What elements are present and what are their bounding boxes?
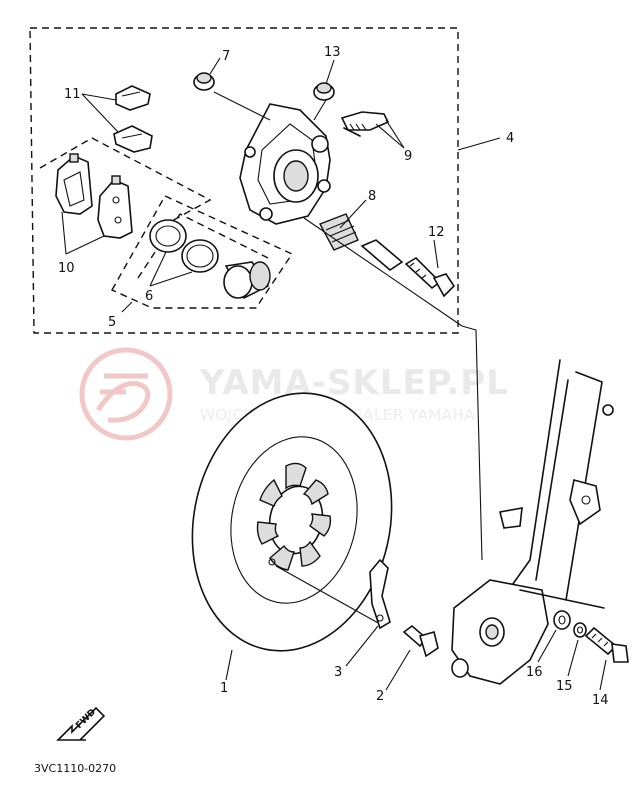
- callout-4: 4: [506, 131, 514, 146]
- slide-pin: [360, 239, 404, 272]
- callouts: 1 2 3 4 5 6 7 8 9 10 11 12 13 14 15 16: [58, 45, 609, 708]
- callout-3: 3: [334, 665, 342, 680]
- brake-disc: [191, 392, 393, 652]
- diagram-code: 3VC1110-0270: [34, 762, 116, 775]
- bleed-screw-cap: [193, 72, 215, 91]
- brake-pad-inner: [97, 175, 133, 239]
- callout-14: 14: [592, 693, 609, 708]
- piston-group-boundary: [111, 195, 294, 309]
- callout-9: 9: [404, 149, 412, 164]
- forward-direction-arrow: FWD: [56, 706, 106, 741]
- callout-11: 11: [64, 87, 81, 102]
- pad-group-boundary: [39, 137, 212, 223]
- callout-6: 6: [145, 289, 153, 304]
- callout-8: 8: [368, 189, 376, 204]
- callout-13: 13: [324, 45, 341, 60]
- watermark-logo: [79, 347, 173, 441]
- callout-12: 12: [428, 225, 445, 240]
- bleed-screw-assembly: [340, 111, 390, 137]
- axle-holder-bolt: [584, 626, 629, 663]
- disc-bolt: [402, 624, 439, 658]
- watermark-title: YAMA-SKLEP.PL: [199, 363, 509, 403]
- callout-10: 10: [58, 261, 75, 276]
- slide-pin-boot: [319, 213, 359, 251]
- callout-7: 7: [222, 49, 230, 64]
- caliper-assembly-boundary: [29, 27, 459, 334]
- callout-15: 15: [556, 679, 573, 694]
- piston-seal-inner: [181, 239, 219, 273]
- pad-support-clip-lower: [113, 125, 153, 153]
- caliper-piston: [223, 261, 271, 300]
- callout-16: 16: [526, 665, 543, 680]
- disc-plate-bracket: [369, 558, 391, 630]
- washer-small: [573, 622, 587, 638]
- leader-lines-lower: [225, 625, 607, 691]
- pad-support-clip-upper: [115, 85, 151, 111]
- washer-large: [553, 610, 571, 630]
- caliper-bolt: [404, 256, 456, 298]
- front-fork: [451, 359, 614, 685]
- caliper-cap: [313, 82, 335, 101]
- callout-5: 5: [108, 315, 116, 330]
- brake-pad-outer: [55, 153, 93, 215]
- leader-lines: [61, 57, 501, 561]
- piston-seal-outer: [149, 219, 187, 253]
- callout-1: 1: [220, 681, 228, 696]
- callout-2: 2: [376, 689, 384, 704]
- caliper-body: [239, 103, 331, 225]
